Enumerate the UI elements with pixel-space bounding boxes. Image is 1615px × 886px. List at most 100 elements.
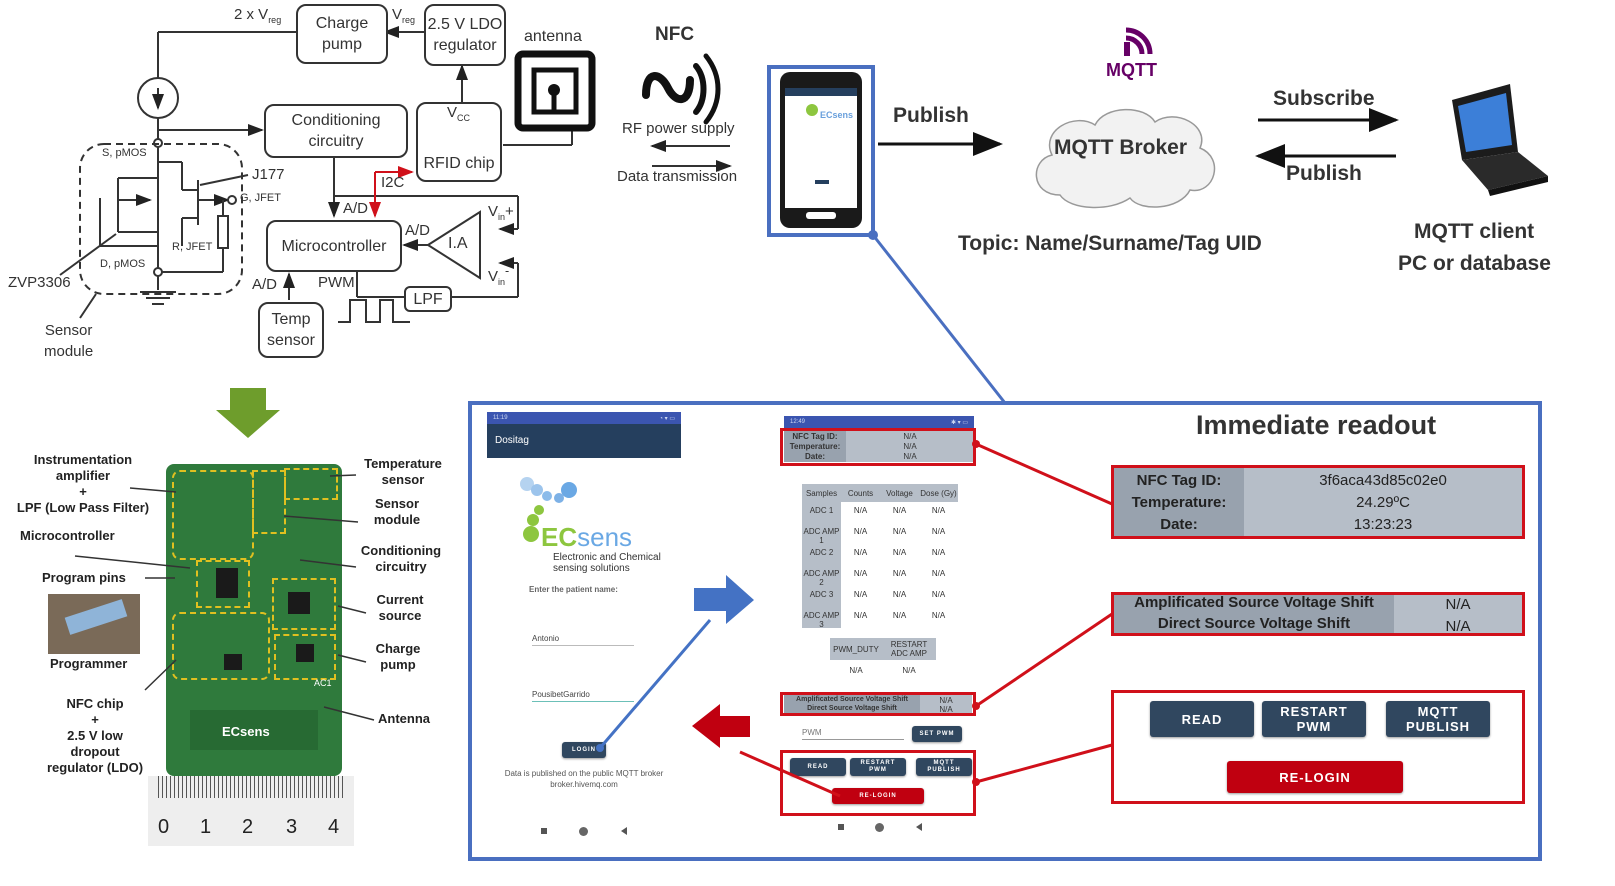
mqtt-publish-button-small[interactable]: MQTT PUBLISH — [916, 758, 972, 776]
dose-table-sample-col-bg — [802, 502, 841, 628]
readout-title: Immediate readout — [1196, 410, 1437, 440]
ia-label: I.A — [448, 235, 468, 252]
left-arrow-icon — [692, 704, 750, 748]
relogin-button[interactable]: RE-LOGIN — [1227, 761, 1403, 793]
s-pmos-label: S, pMOS — [102, 147, 147, 159]
readout-label-date: Date: — [1160, 516, 1198, 533]
lpf-block: LPF — [404, 286, 452, 312]
dose-table-cell: N/A — [931, 548, 946, 557]
dose-table-cell: N/A — [853, 590, 868, 599]
cloud-shape — [1035, 108, 1216, 209]
pc-database-label: PC or database — [1398, 252, 1551, 275]
nav-recents-icon[interactable] — [838, 824, 844, 830]
dose-table-cell: N/A — [892, 548, 907, 557]
dose-table-header: Dose (Gy) — [920, 489, 957, 498]
info-label-tag: NFC Tag ID: — [792, 432, 838, 441]
dose-table-cell: ADC 3 — [809, 590, 834, 599]
pcb-label-program-pins: Program pins — [42, 570, 126, 585]
shift-value-amp: N/A — [939, 696, 953, 705]
pcb-label-sensor: Sensor module — [373, 496, 421, 527]
dose-table-cell: N/A — [931, 506, 946, 515]
dose-table-cell: N/A — [853, 527, 868, 536]
dose-table-cell: ADC 1 — [809, 506, 834, 515]
dose-table-cell: ADC AMP 2 — [803, 569, 840, 587]
set-pwm-button[interactable]: SET PWM — [912, 726, 962, 742]
nav-back-icon[interactable] — [916, 823, 922, 831]
temp-sensor-label: Temp sensor — [266, 311, 316, 349]
dose-table-cell: N/A — [931, 611, 946, 620]
ldo-block: 2.5 V LDO regulator — [424, 4, 506, 66]
nav-recents-icon[interactable] — [541, 828, 547, 834]
pcb-label-nfc: NFC chip + 2.5 V low dropout regulator (… — [46, 696, 144, 775]
pcb-label-programmer: Programmer — [50, 656, 128, 671]
login-button[interactable]: LOGIN — [562, 742, 606, 758]
restart-pwm-button-small[interactable]: RESTART PWM — [850, 758, 906, 776]
micro-region — [196, 560, 250, 608]
relogin-button-small[interactable]: RE-LOGIN — [832, 788, 924, 804]
restart-pwm-button[interactable]: RESTART PWM — [1262, 701, 1366, 737]
subscribe-label: Subscribe — [1273, 87, 1375, 110]
login-app-bar: Dositag — [487, 424, 681, 458]
mqtt-publish-button[interactable]: MQTT PUBLISH — [1386, 701, 1490, 737]
dose-table-cell: N/A — [931, 569, 946, 578]
topic-label: Topic: Name/Surname/Tag UID — [958, 232, 1262, 255]
first-name-input[interactable]: Antonio — [532, 634, 634, 646]
d-pmos-label: D, pMOS — [100, 258, 146, 270]
pcb-label-temp: Temperature sensor — [364, 456, 442, 487]
reading-screen: 12:49 ✱ ▾ ▭ NFC Tag ID: Temperature: Dat… — [780, 416, 976, 846]
mqtt-broker-label: MQTT Broker — [1054, 136, 1188, 159]
pwm-input[interactable]: PWM — [802, 728, 904, 740]
i2c-label: I2C — [381, 174, 405, 191]
dose-table-header-bg — [802, 484, 958, 502]
readout-shift-label-direct: Direct Source Voltage Shift — [1157, 615, 1351, 632]
nav-home-icon[interactable] — [875, 823, 884, 832]
microcontroller-label: Microcontroller — [281, 237, 387, 255]
status-icons: ✱ ▾ ▭ — [950, 419, 968, 426]
board-mark: AC1 — [314, 678, 332, 688]
board-logo: ECsens — [222, 724, 270, 739]
pcb-label-conditioning: Conditioning circuitry — [360, 543, 442, 574]
rfid-label: RFID chip — [423, 155, 495, 172]
publish-left-label: Publish — [893, 104, 969, 127]
read-button-small[interactable]: READ — [790, 758, 846, 776]
dose-table-cell: N/A — [892, 506, 907, 515]
programmer-photo — [48, 594, 140, 654]
dose-table-cell: N/A — [892, 611, 907, 620]
dose-table-cell: N/A — [853, 569, 868, 578]
pcb-label-antenna: Antenna — [378, 711, 430, 726]
ad-top-label: A/D — [343, 200, 369, 217]
svg-text:ECsens: ECsens — [820, 110, 853, 120]
vcc-label: VCC — [447, 104, 471, 123]
dose-table-cell: N/A — [853, 506, 868, 515]
ruler-4: 4 — [328, 816, 340, 838]
readout-label-tag: NFC Tag ID: — [1136, 472, 1222, 489]
chargepump-chip — [296, 644, 314, 662]
read-button[interactable]: READ — [1150, 701, 1254, 737]
laptop-icon — [1452, 84, 1548, 196]
readout-label-temp: Temperature: — [1131, 494, 1227, 511]
g-jfet-label: G, JFET — [240, 192, 281, 204]
nfc-icon — [642, 53, 721, 125]
nav-back-icon[interactable] — [621, 827, 627, 835]
info-value-temp: N/A — [903, 442, 917, 451]
nav-home-icon[interactable] — [579, 827, 588, 836]
surname-input[interactable]: PousibetGarrido — [532, 690, 634, 702]
rfid-block: RFID chip — [416, 102, 502, 182]
conditioning-block: Conditioning circuitry — [264, 104, 408, 158]
chargepump-region — [274, 634, 336, 680]
nfc-region — [172, 612, 270, 680]
pwm-label: PWM — [318, 274, 355, 291]
patient-prompt: Enter the patient name: — [529, 585, 618, 594]
phone-small-icon: ECsens — [780, 72, 862, 228]
phone-highlight-frame — [767, 65, 875, 237]
dose-table-header: Samples — [805, 489, 838, 498]
reading-status-bar: 12:49 ✱ ▾ ▭ — [784, 416, 974, 428]
dose-table-cell: N/A — [892, 527, 907, 536]
info-value-date: N/A — [903, 452, 917, 461]
sensor-region — [252, 470, 286, 534]
vin-minus-label: Vin- — [488, 264, 510, 287]
j177-label: J177 — [252, 166, 285, 183]
